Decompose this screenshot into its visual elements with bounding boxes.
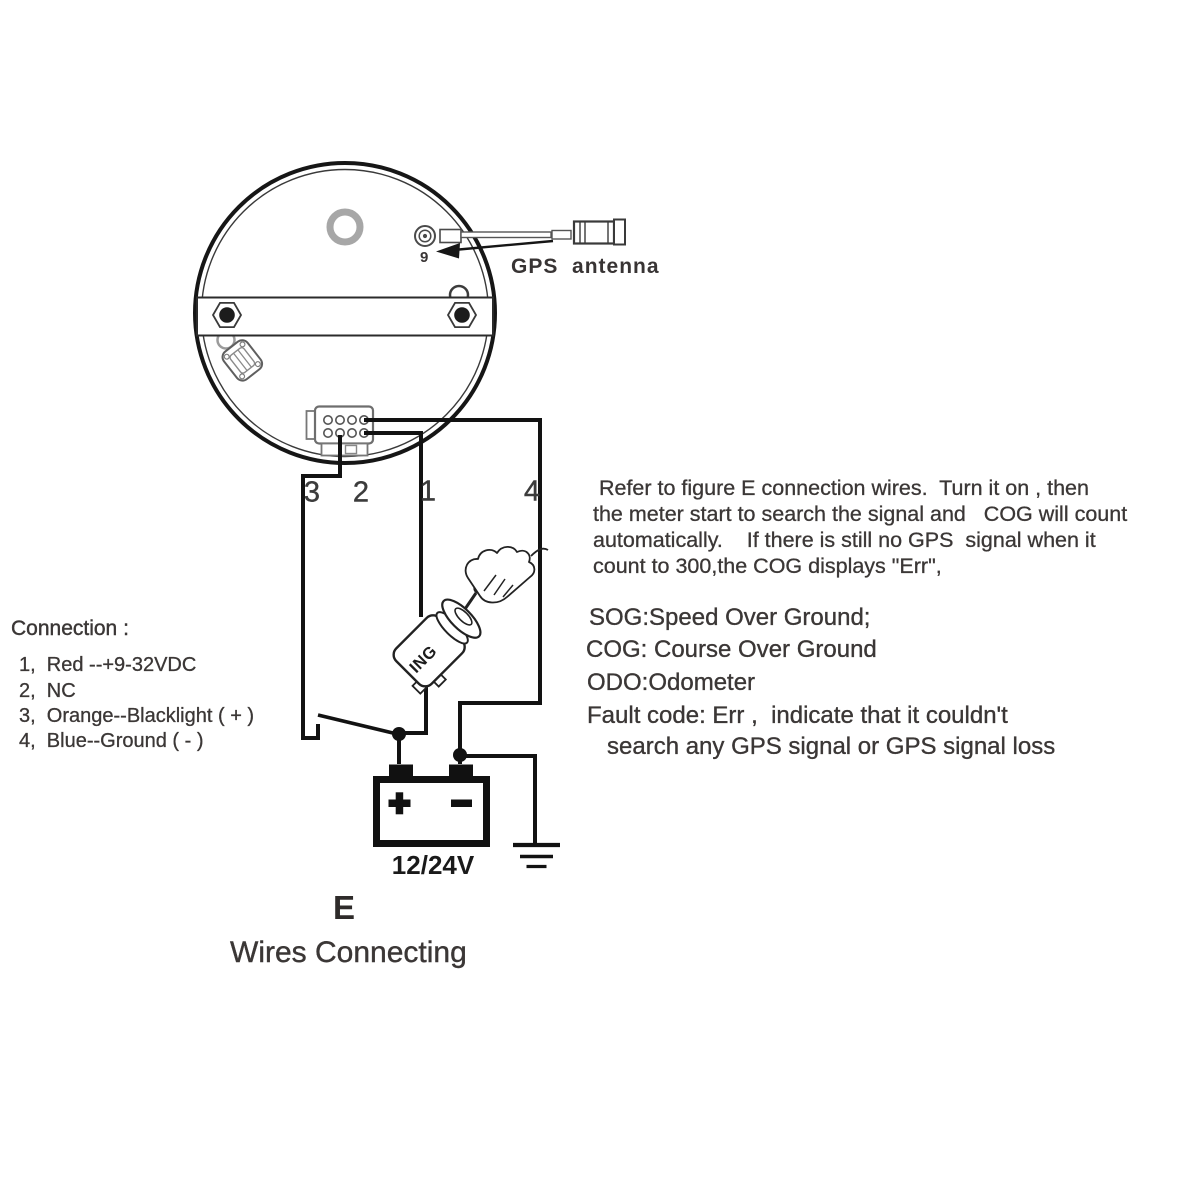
hex-nut-right-icon [446, 301, 478, 329]
glossary-line: COG: Course Over Ground [586, 636, 877, 663]
connector-bottom-notch [344, 444, 358, 455]
connection-item: 1, Red --+9-32VDC [19, 654, 197, 676]
ground-symbol-icon [513, 842, 560, 869]
connection-item: 3, Orange--Blacklight ( + ) [19, 705, 255, 727]
battery-minus-sign [451, 799, 472, 807]
switch-blade [317, 713, 398, 736]
glossary-line: Fault code: Err , indicate that it could… [587, 702, 1008, 729]
antenna-plug-icon [572, 218, 626, 246]
battery-icon [373, 764, 490, 847]
battery-terminal-negative [449, 764, 473, 778]
ignition-switch-icon: ING [392, 545, 549, 695]
junction-dot-plus [392, 727, 406, 741]
connection-title: Connection : [11, 617, 129, 640]
gauge-back-view [193, 161, 626, 465]
antenna-cable-icon [439, 228, 572, 244]
antenna-pointer-arrow-icon [436, 239, 554, 259]
hex-nut-left-icon [211, 301, 243, 329]
wire-1-red-upper [364, 431, 423, 617]
instruction-line: count to 300,the COG displays "Err", [593, 554, 942, 578]
instruction-line: the meter start to search the signal and… [593, 502, 1128, 526]
instruction-line: automatically. If there is still no GPS … [593, 528, 1096, 552]
wire-label-4: 4 [523, 475, 541, 508]
glossary-line: SOG:Speed Over Ground; [589, 604, 871, 631]
instruction-line: Refer to figure E connection wires. Turn… [593, 476, 1089, 500]
vent-hole-icon [326, 208, 364, 246]
wire-1-red-lower [400, 669, 428, 735]
figure-letter: E [332, 889, 356, 926]
connection-item: 2, NC [19, 680, 76, 702]
mounting-bracket-bar [196, 296, 494, 337]
glossary-line: search any GPS signal or GPS signal loss [587, 733, 1056, 760]
port-9-label: 9 [420, 249, 429, 266]
switch-keyhole [454, 607, 473, 626]
switch-body-group: ING [392, 598, 482, 695]
battery-terminal-positive [389, 764, 413, 778]
wire-ground-branch [460, 754, 537, 845]
gps-coax-socket-icon [414, 225, 436, 247]
knurled-adjuster-icon [221, 339, 264, 382]
battery-voltage-label: 12/24V [391, 850, 475, 880]
pin-connector [305, 405, 375, 457]
battery-plus-sign [388, 792, 411, 815]
hand-icon [464, 545, 549, 604]
wiring [301, 418, 542, 845]
junction-dot-minus [453, 748, 467, 762]
gps-antenna-label: GPS antenna [511, 255, 660, 278]
figure-caption: Wires Connecting [230, 936, 467, 969]
wire-4-blue [364, 418, 542, 764]
wire-label-3: 3 [303, 476, 321, 509]
connection-item: 4, Blue--Ground ( - ) [19, 730, 204, 752]
connector-bottom-tab [320, 442, 369, 457]
battery-body [373, 776, 490, 847]
wire-label-2: 2 [352, 476, 370, 509]
wire-label-1: 1 [419, 475, 437, 508]
wire-3-orange [301, 435, 342, 740]
glossary-line: ODO:Odometer [587, 669, 756, 696]
